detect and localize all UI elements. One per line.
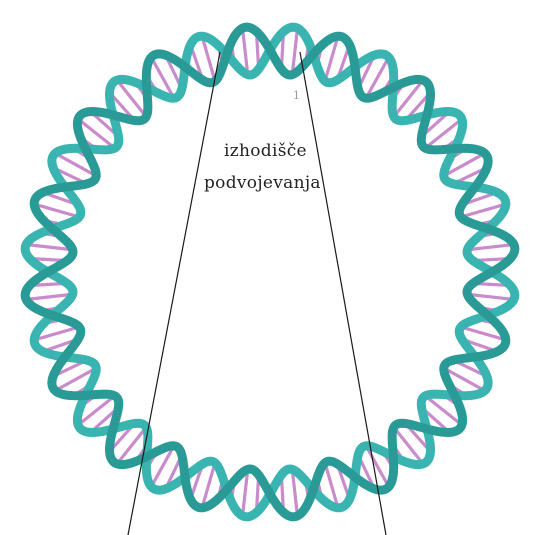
inner-strand	[25, 27, 515, 517]
marker-label: 1	[293, 89, 300, 102]
base-pairs	[26, 28, 514, 516]
outer-strand	[25, 27, 515, 517]
origin-label-line1: izhodišče	[224, 141, 307, 161]
dna-backbone	[25, 27, 515, 517]
origin-indicator-lines	[128, 52, 386, 535]
origin-label-line2: podvojevanja	[204, 173, 321, 193]
